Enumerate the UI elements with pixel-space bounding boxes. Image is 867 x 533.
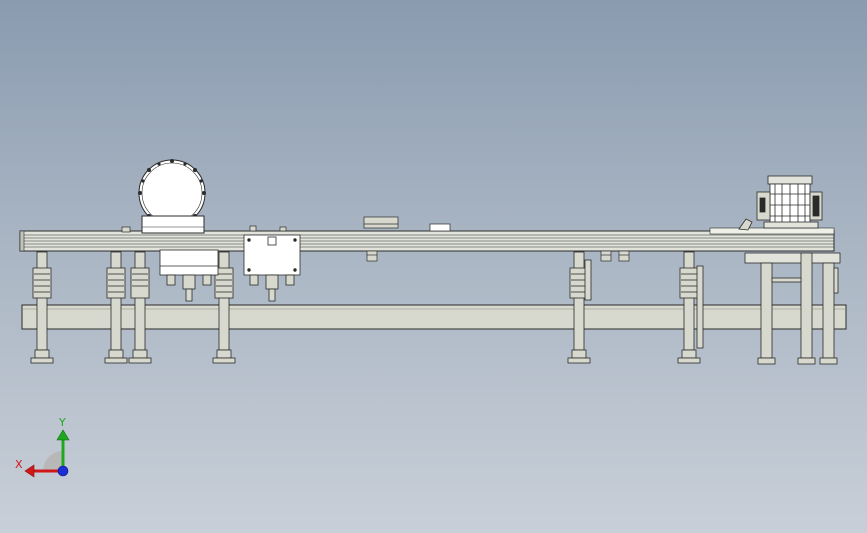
support-legs: [30, 251, 704, 364]
leg-6: [677, 251, 701, 364]
rail-fixtures: [121, 216, 630, 262]
leg-5: [567, 251, 591, 364]
leg-1: [30, 251, 54, 364]
leg-3: [128, 251, 152, 364]
leg-2: [104, 251, 128, 364]
main-rail: [19, 227, 835, 252]
x-axis-arrowhead: [24, 464, 35, 478]
hanging-box-1: [159, 249, 219, 302]
z-axis-origin: [57, 465, 69, 477]
round-vessel: [138, 159, 206, 234]
triad-plane-arc: [43, 451, 63, 471]
coordinate-triad: Y X: [15, 416, 70, 478]
leg-4: [212, 251, 236, 364]
end-station-frame: [744, 252, 841, 365]
y-axis-label: Y: [58, 416, 66, 429]
x-axis-label: X: [15, 458, 23, 471]
hanging-box-2: [243, 234, 301, 302]
end-motor-unit: [738, 175, 823, 231]
base-beam: [21, 304, 847, 330]
y-axis-arrowhead: [56, 429, 70, 441]
